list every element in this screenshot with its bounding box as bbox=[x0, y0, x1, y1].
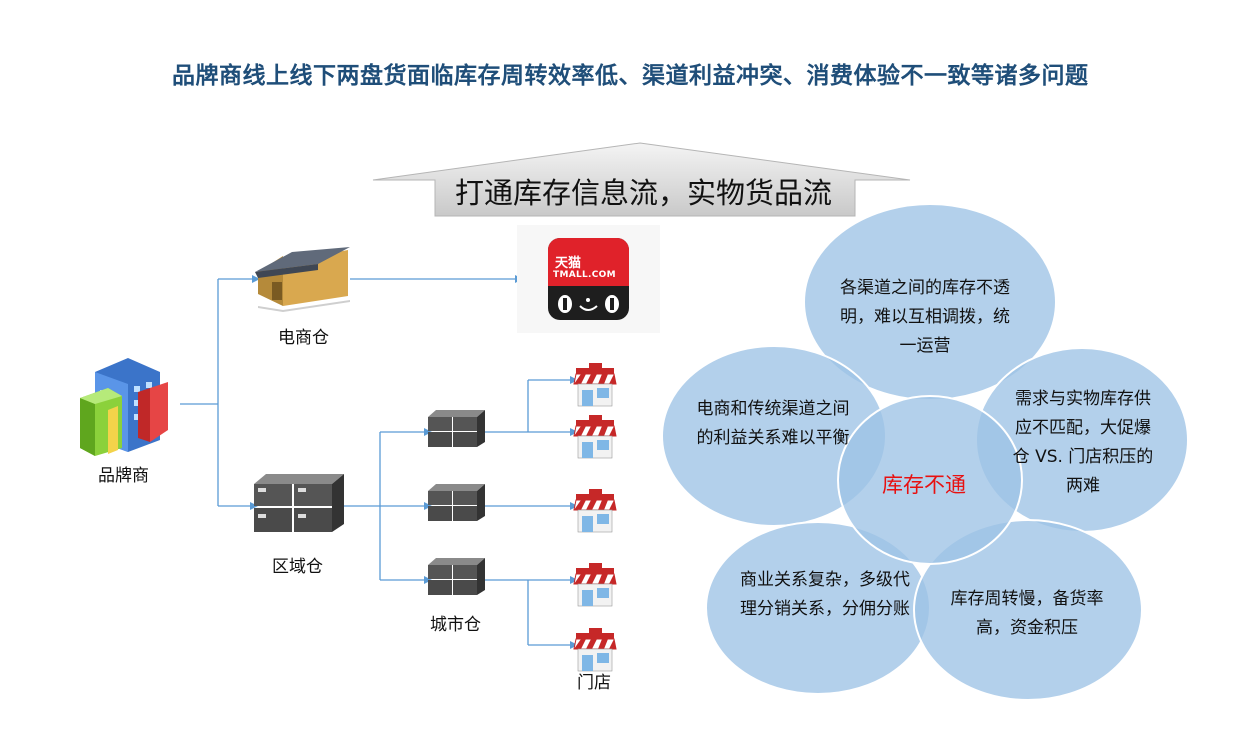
circle-left-text: 电商和传统渠道之间的利益关系难以平衡 bbox=[696, 399, 850, 448]
ecommerce-warehouse-label: 电商仓 bbox=[278, 328, 329, 348]
slide-title: 品牌商线上线下两盘货面临库存周转效率低、渠道利益冲突、消费体验不一致等诸多问题 bbox=[172, 63, 1089, 89]
store-label: 门店 bbox=[577, 673, 611, 693]
city-warehouse-label: 城市仓 bbox=[430, 615, 481, 635]
circle-bottom-left-text: 商业关系复杂，多级代理分销关系，分佣分账 bbox=[740, 570, 910, 619]
circle-bottom-right-text: 库存周转慢，备货率高，资金积压 bbox=[950, 589, 1104, 638]
tmall-cn-text: 天猫 bbox=[555, 256, 582, 271]
circle-center bbox=[837, 395, 1023, 565]
circle-right-text: 需求与实物库存供应不匹配，大促爆仓 VS. 门店积压的两难 bbox=[1012, 389, 1154, 496]
circle-top-text: 各渠道之间的库存不透明，难以互相调拨，统一运营 bbox=[840, 278, 1010, 356]
tmall-en-text: TMALL.COM bbox=[553, 270, 616, 280]
center-label: 库存不通 bbox=[882, 473, 966, 497]
banner-text: 打通库存信息流，实物货品流 bbox=[455, 176, 833, 210]
regional-warehouse-label: 区域仓 bbox=[272, 557, 323, 577]
brand-label: 品牌商 bbox=[98, 466, 149, 486]
circle-bottom-right bbox=[913, 519, 1143, 701]
